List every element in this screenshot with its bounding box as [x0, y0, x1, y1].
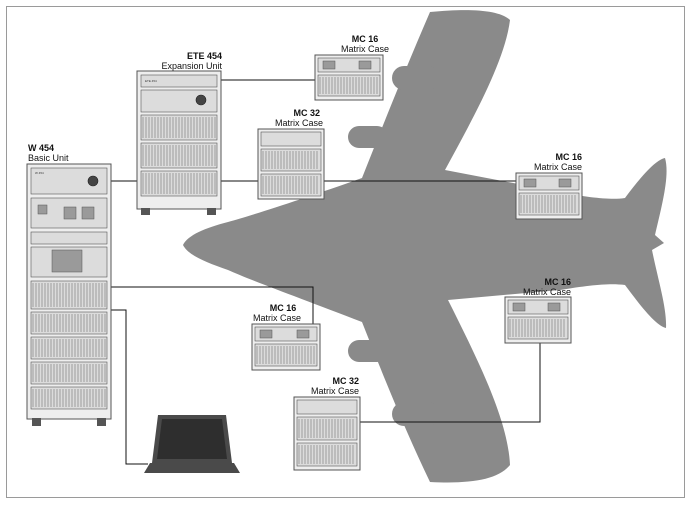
airplane-silhouette-icon [183, 10, 667, 483]
mc16-right-subtitle: Matrix Case [534, 162, 582, 172]
mc32-bottom-title: MC 32 [332, 376, 359, 386]
basic-unit-subtitle: Basic Unit [28, 153, 69, 163]
laptop-icon [144, 415, 240, 473]
mc16-lower-right-title: MC 16 [544, 277, 571, 287]
expansion-unit-cabinet: ETE 454 [136, 70, 222, 215]
matrix-case-mc32-bottom [293, 396, 361, 471]
svg-text:W 454: W 454 [35, 171, 44, 175]
mc32-top-subtitle: Matrix Case [275, 118, 323, 128]
mc16-bottom-title: MC 16 [270, 303, 297, 313]
matrix-case-mc16-bottom [251, 323, 321, 371]
mc16-right-title: MC 16 [555, 152, 582, 162]
mc16-lower-right-subtitle: Matrix Case [523, 287, 571, 297]
engine-nacelle [392, 66, 440, 90]
matrix-case-mc16-lower-right [504, 296, 572, 344]
engine-nacelle [348, 340, 388, 362]
expansion-unit-subtitle: Expansion Unit [161, 61, 222, 71]
cable [358, 338, 541, 423]
mc16-top-title: MC 16 [352, 34, 379, 44]
cable [110, 309, 148, 465]
svg-text:ETE 454: ETE 454 [145, 79, 157, 83]
mc16-top-subtitle: Matrix Case [341, 44, 389, 54]
matrix-case-mc16-top [314, 54, 384, 101]
engine-nacelle [348, 126, 388, 148]
matrix-case-mc16-right [515, 172, 583, 220]
engine-nacelle [392, 402, 440, 426]
basic-unit-cabinet: W 454 [26, 163, 112, 426]
mc16-bottom-subtitle: Matrix Case [253, 313, 301, 323]
mc32-bottom-subtitle: Matrix Case [311, 386, 359, 396]
matrix-case-mc32-top [257, 128, 325, 200]
expansion-unit-title: ETE 454 [187, 51, 222, 61]
labels: MC 16 Matrix Case ETE 454 Expansion Unit… [28, 34, 582, 396]
basic-unit-title: W 454 [28, 143, 54, 153]
mc32-top-title: MC 32 [293, 108, 320, 118]
